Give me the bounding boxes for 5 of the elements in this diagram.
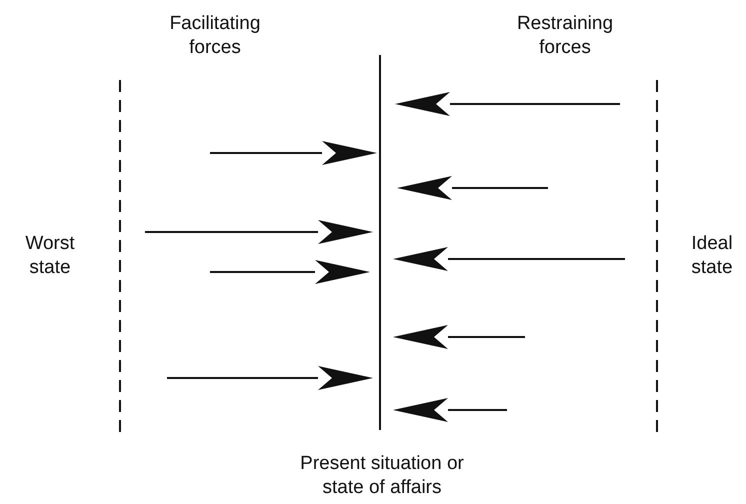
label-text: Ideal state (690, 232, 734, 280)
label-text: Facilitating forces (168, 12, 262, 60)
label-text: Present situation or state of affairs (299, 452, 465, 500)
label-text: Restraining forces (516, 12, 614, 60)
label-text: Worst state (24, 232, 76, 280)
